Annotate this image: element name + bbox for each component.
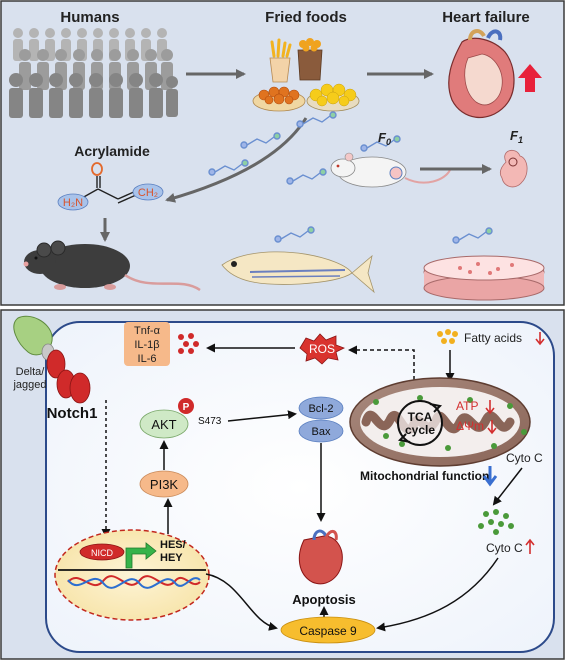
cyto-c-top-label: Cyto C bbox=[506, 451, 543, 465]
phospho-badge-icon bbox=[178, 398, 194, 414]
cyto-c-dots-icon bbox=[478, 509, 514, 535]
heart-failure-up-arrow-icon bbox=[518, 64, 542, 92]
atp-down-arrow-icon bbox=[485, 400, 495, 415]
ch2-label: CH₂ bbox=[138, 187, 158, 199]
petri-dish-icon bbox=[423, 255, 545, 301]
mitochondrion-icon bbox=[349, 377, 531, 467]
arrow-nucleus-to-caspase bbox=[205, 573, 278, 631]
phospho-badge-label: P bbox=[183, 402, 190, 413]
humans-label: Humans bbox=[60, 9, 119, 26]
mouse-icon bbox=[23, 240, 201, 292]
cyto-c-up-arrow-icon bbox=[525, 538, 535, 554]
nicd-label: NICD bbox=[91, 548, 113, 558]
nucleus bbox=[54, 529, 210, 621]
notch1-receptor-icon bbox=[46, 349, 91, 404]
cytokine-box bbox=[124, 322, 170, 366]
heart-icon bbox=[448, 29, 515, 119]
delta-psi-down-arrow-icon bbox=[487, 420, 497, 435]
cytokine-il6: IL-6 bbox=[138, 353, 157, 365]
pi3k-node bbox=[139, 470, 189, 498]
acrylamide-label: Acrylamide bbox=[74, 143, 150, 159]
h2n-label: H₂N bbox=[63, 197, 83, 209]
s473-label: S473 bbox=[198, 416, 222, 427]
cytokine-il1b: IL-1β bbox=[134, 339, 159, 351]
apoptosis-label: Apoptosis bbox=[292, 592, 356, 607]
akt-label: AKT bbox=[151, 417, 176, 432]
caspase9-label: Caspase 9 bbox=[299, 624, 357, 638]
fatty-acids-down-arrow-icon bbox=[535, 332, 545, 346]
ros-burst-icon bbox=[299, 333, 345, 365]
crowd-icon bbox=[9, 28, 178, 118]
mito-function-label: Mitochondrial function bbox=[360, 469, 489, 483]
zebrafish-icon bbox=[221, 251, 375, 294]
rat-pup-icon bbox=[499, 149, 528, 188]
nicd-node bbox=[79, 543, 125, 561]
hes-label-2: HEY bbox=[160, 552, 183, 564]
fatty-acid-dots-icon bbox=[437, 329, 458, 344]
akt-node bbox=[139, 409, 189, 439]
apoptotic-heart-icon bbox=[298, 529, 343, 585]
arrow-food-to-acrylamide bbox=[165, 117, 308, 203]
arrow-akt-to-bcl2 bbox=[227, 410, 297, 422]
dashed-arrow-mito-to-ros bbox=[348, 345, 415, 380]
f0-label: F0 bbox=[378, 130, 391, 147]
mito-function-down-arrow-icon bbox=[482, 466, 498, 487]
notch1-label: Notch1 bbox=[47, 405, 98, 422]
delta-jagged-label: Delta/jagged bbox=[12, 366, 46, 391]
bax-node bbox=[298, 419, 344, 443]
heart-failure-label: Heart failure bbox=[442, 9, 530, 26]
cytokine-tnf: Tnf-α bbox=[134, 325, 161, 337]
hes-label-1: HES/ bbox=[160, 539, 186, 551]
delta-psi-label: ΔΨm bbox=[456, 419, 484, 433]
bax-label: Bax bbox=[312, 426, 331, 438]
pi3k-label: PI3K bbox=[150, 477, 179, 492]
pregnant-rat-icon bbox=[330, 152, 451, 188]
bcl2-label: Bcl-2 bbox=[308, 403, 333, 415]
cytokine-dots-icon bbox=[178, 333, 199, 354]
arrow-cyto-c-release bbox=[492, 467, 523, 506]
atp-label: ATP bbox=[456, 399, 478, 413]
tca-label-1: TCA bbox=[408, 410, 433, 424]
f1-label: F1 bbox=[510, 128, 523, 145]
acrylamide-structure-icon bbox=[57, 162, 164, 211]
fried-foods-icon bbox=[252, 38, 360, 112]
tca-label-2: cycle bbox=[405, 423, 435, 437]
bcl2-node bbox=[298, 396, 344, 420]
caspase9-node bbox=[280, 616, 376, 644]
cyto-c-bottom-label: Cyto C bbox=[486, 541, 523, 555]
fatty-acids-label: Fatty acids bbox=[464, 331, 522, 345]
arrow-cyto-c-to-caspase bbox=[376, 557, 499, 632]
fried-foods-label: Fried foods bbox=[265, 9, 347, 26]
transcription-arrow-icon bbox=[125, 542, 157, 569]
molecule-glyphs bbox=[208, 111, 493, 244]
ros-label: ROS bbox=[309, 342, 335, 356]
